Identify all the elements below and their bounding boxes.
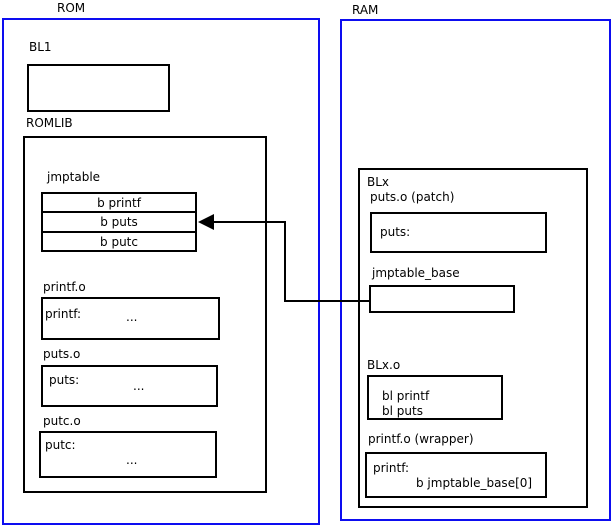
blx-o-label: BLx.o (367, 358, 401, 372)
jmptable-base-label: jmptable_base (372, 266, 460, 280)
puts-patch-label: puts.o (patch) (370, 190, 455, 204)
rom-region-label: ROM (57, 1, 86, 15)
printf-o-label: printf.o (43, 280, 86, 294)
jmptable-row-puts: b puts (41, 211, 197, 233)
blx-label: BLx (367, 175, 390, 189)
jmptable-label: jmptable (47, 170, 101, 184)
puts-symbol: puts: (49, 373, 80, 387)
printf-symbol: printf: (45, 307, 82, 321)
blx-o-box: bl printf bl puts (367, 375, 503, 420)
printf-wrapper-box: printf: b jmptable_base[0] (365, 452, 547, 498)
puts-o-box: puts: ... (41, 365, 218, 407)
romlib-label: ROMLIB (26, 116, 73, 130)
bl1-label: BL1 (29, 40, 52, 54)
putc-o-box: putc: ... (39, 431, 217, 478)
printf-wrapper-symbol: printf: (373, 461, 410, 475)
ram-region-label: RAM (352, 3, 379, 17)
romlib-box (23, 136, 267, 493)
printf-body-dots: ... (126, 310, 138, 324)
printf-wrapper-label: printf.o (wrapper) (368, 432, 474, 446)
blx-o-line-1: bl printf (382, 389, 430, 403)
printf-o-box: printf: ... (41, 297, 220, 340)
putc-o-label: putc.o (43, 414, 81, 428)
blx-o-line-2: bl puts (382, 404, 423, 418)
jmptable-base-box (369, 285, 515, 313)
puts-patch-box: puts: (370, 212, 547, 253)
jmptable-row-putc: b putc (41, 231, 197, 252)
putc-symbol: putc: (45, 438, 76, 452)
puts-body-dots: ... (133, 379, 145, 393)
puts-o-label: puts.o (43, 347, 81, 361)
jmptable-row-printf: b printf (41, 192, 197, 213)
putc-body-dots: ... (126, 453, 138, 467)
blx-box (358, 168, 588, 508)
puts-patch-symbol: puts: (380, 225, 411, 239)
printf-wrapper-body: b jmptable_base[0] (416, 476, 533, 490)
bl1-box (27, 64, 170, 112)
